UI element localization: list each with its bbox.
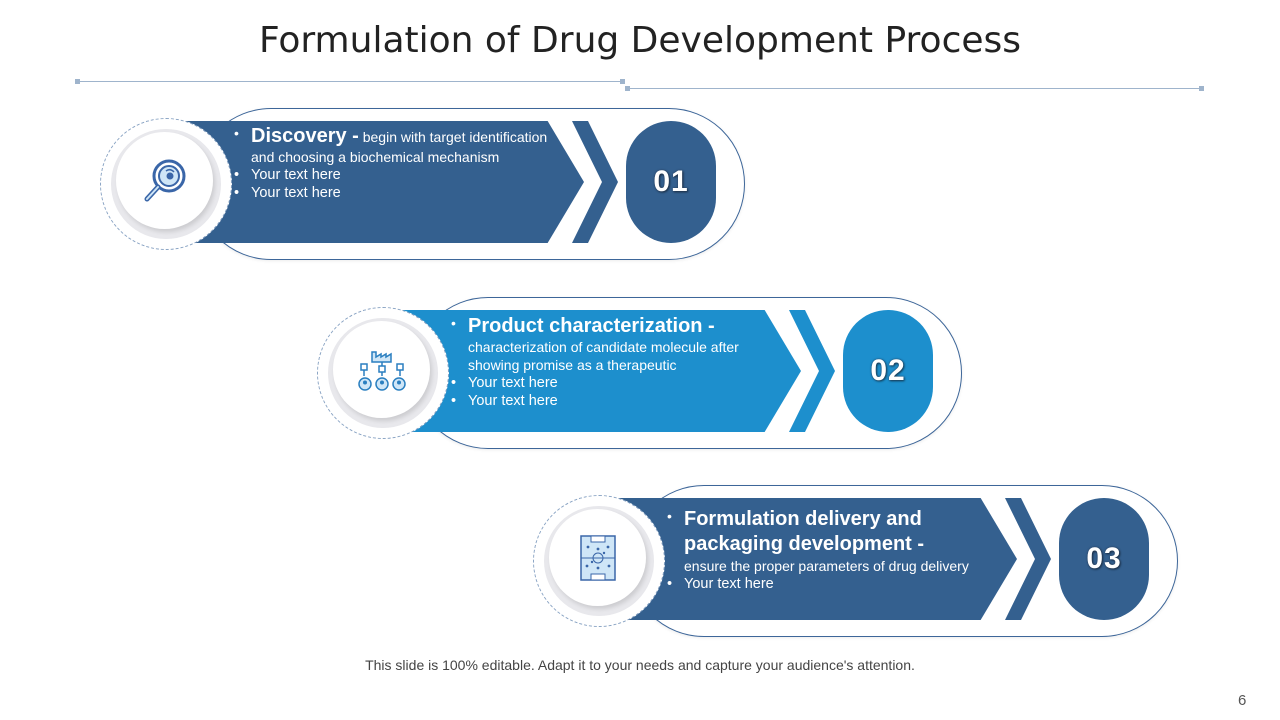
step-description: ensure the proper parameters of drug del… [684, 558, 969, 574]
step-description: begin with target identification and cho… [251, 129, 548, 165]
factory-network-icon [357, 350, 406, 391]
list-item: Your text here [449, 392, 789, 410]
step-heading: Discovery - [251, 125, 359, 147]
step-heading-item: Formulation delivery and packaging devel… [665, 507, 985, 575]
step-description: characterization of candidate molecule a… [468, 339, 739, 373]
slide-title: Formulation of Drug Development Process [258, 20, 1022, 61]
chevron-right-icon [789, 310, 835, 432]
page-number: 6 [1238, 692, 1247, 709]
step-02: 02 Product characterization -characteriz… [317, 297, 965, 449]
footer-note: This slide is 100% editable. Adapt it to… [365, 657, 915, 673]
packaging-board-icon [579, 534, 616, 581]
step-heading: Product characterization - [468, 315, 715, 337]
step-heading: Formulation delivery and packaging devel… [684, 508, 925, 555]
step-number-badge: 03 [1059, 498, 1149, 620]
step-03: 03 Formulation delivery and packaging de… [533, 485, 1181, 637]
step-text: Discovery - begin with target identifica… [232, 124, 572, 202]
icon-holder [333, 321, 430, 418]
list-item: Your text here [665, 575, 985, 593]
list-item: Your text here [449, 374, 789, 392]
list-item: Your text here [232, 184, 572, 202]
chevron-right-icon [1005, 498, 1051, 620]
magnifier-icon [144, 159, 185, 201]
chevron-right-icon [572, 121, 618, 243]
step-01: 01 Discovery - begin with target identif… [100, 108, 748, 260]
step-number-badge: 02 [843, 310, 933, 432]
title-rule-left [75, 79, 625, 84]
step-text: Product characterization -characterizati… [449, 314, 789, 410]
title-rule-right [625, 86, 1204, 91]
list-item: Your text here [232, 166, 572, 184]
step-text: Formulation delivery and packaging devel… [665, 507, 985, 593]
icon-holder [116, 132, 213, 229]
icon-holder [549, 509, 646, 606]
step-heading-item: Discovery - begin with target identifica… [232, 124, 572, 166]
step-heading-item: Product characterization -characterizati… [449, 314, 789, 374]
step-number-badge: 01 [626, 121, 716, 243]
